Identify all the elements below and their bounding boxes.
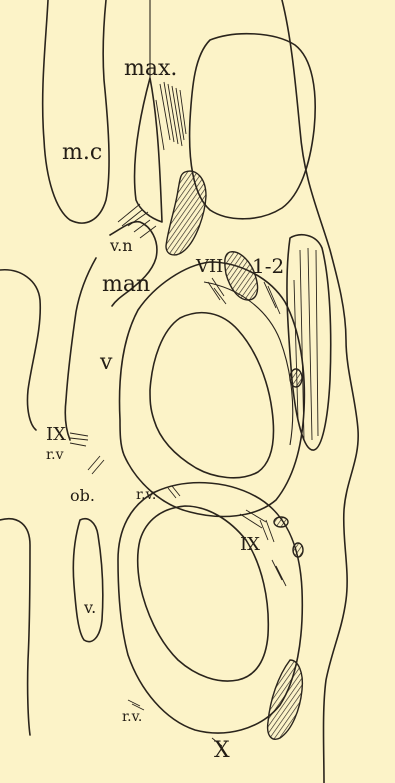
- hatched-nerve-dot-2: [274, 517, 288, 527]
- label-ob: ob.: [70, 488, 95, 504]
- label-vn: v.n: [110, 238, 133, 254]
- upper-oval: [190, 34, 316, 219]
- label-rv-lower: r.v.: [122, 710, 142, 724]
- label-v-lower: v.: [84, 600, 96, 616]
- left-mid-outline: [0, 270, 40, 430]
- muscle-strip-lines: [294, 248, 318, 440]
- left-mid-outline-2: [65, 258, 96, 440]
- hatched-nerve-dot-3: [293, 543, 303, 557]
- left-top-outline: [43, 0, 109, 223]
- label-x: X: [214, 740, 230, 762]
- otic-capsule-upper-inner: [150, 313, 273, 478]
- max-fibers: [156, 82, 186, 150]
- otic-capsule-upper-band: [204, 282, 293, 445]
- left-lower-outline: [0, 519, 30, 735]
- ix-left-fibers: [70, 433, 88, 446]
- ob-fibers: [88, 456, 104, 474]
- label-rv-mid: r.v.: [136, 488, 156, 502]
- label-max: max.: [124, 58, 177, 80]
- left-small-rod: [73, 519, 103, 642]
- hatched-process-1: [166, 171, 206, 255]
- hatched-process-x: [268, 660, 303, 739]
- label-mc: m.c: [62, 142, 102, 164]
- label-vii: VII: [196, 258, 223, 276]
- label-1-2: 1-2: [252, 256, 284, 276]
- label-rv-left: r.v: [46, 448, 64, 462]
- otic-capsule-upper: [120, 262, 305, 516]
- otic-capsule-lower-inner: [138, 506, 269, 681]
- label-ix-left: IX: [46, 426, 66, 444]
- label-man: man: [102, 274, 150, 296]
- ix-right-fibers: [260, 520, 286, 586]
- label-ix-right: IX: [240, 536, 260, 554]
- label-v-upper: v: [100, 352, 112, 374]
- maxilla-wedge: [135, 78, 162, 222]
- hatched-nerve-dot-1: [290, 369, 302, 387]
